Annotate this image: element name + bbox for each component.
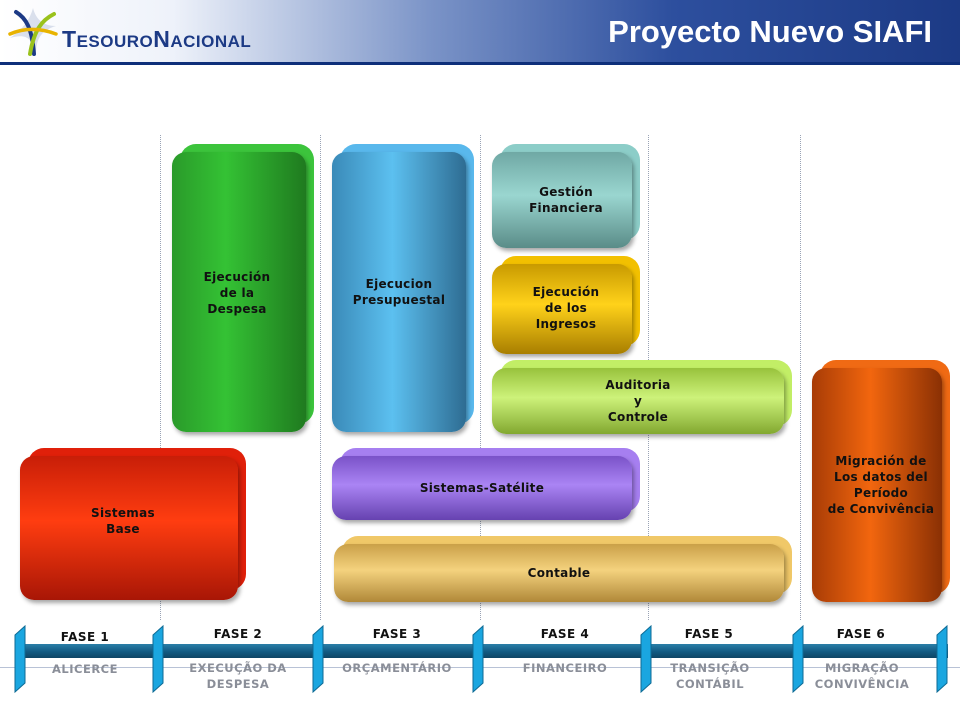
sistemas-base-block: Sistemas Base: [20, 448, 246, 600]
timeline-marker-icon: [152, 625, 164, 693]
phase-description: TRANSIÇÃO CONTÁBIL: [670, 661, 750, 691]
phase-label: FASE 5: [684, 627, 734, 641]
page-title: Proyecto Nuevo SIAFI: [608, 14, 932, 49]
phase-description: MIGRAÇÃO CONVIVÊNCIA: [814, 661, 910, 691]
phase-label: FASE 2: [213, 627, 263, 641]
phase-label: FASE 4: [540, 627, 590, 641]
phase-separator: [480, 135, 481, 620]
sistemas-base-label: Sistemas Base: [91, 506, 155, 536]
ejecucion-presupuestal-label: Ejecucion Presupuestal: [352, 277, 446, 307]
ejecucion-ingresos-label: Ejecución de los Ingresos: [532, 285, 600, 331]
gestion-financiera-block: Gestión Financiera: [492, 144, 640, 248]
phase-label: FASE 3: [372, 627, 422, 641]
contable-label: Contable: [527, 566, 591, 580]
timeline-marker-icon: [312, 625, 324, 693]
contable-block: Contable: [334, 536, 792, 602]
phase-description: FINANCEIRO: [522, 661, 608, 675]
phase-separator: [320, 135, 321, 620]
timeline-marker-icon: [472, 625, 484, 693]
tesouro-logo-text: TESOURONACIONAL: [62, 26, 252, 52]
timeline-marker-icon: [792, 625, 804, 693]
header-bar: [0, 0, 960, 64]
migracion-label: Migración de Los datos del Período de Co…: [827, 454, 935, 516]
auditoria-controle-block: Auditoria y Controle: [492, 360, 792, 434]
gestion-financiera-label: Gestión Financiera: [529, 185, 603, 215]
phase-description: ORÇAMENTÁRIO: [342, 661, 452, 675]
ejecucion-despesa-block: Ejecución de la Despesa: [172, 144, 314, 432]
phase-label: FASE 1: [60, 630, 110, 644]
phase-label: FASE 6: [836, 627, 886, 641]
sistemas-satelite-block: Sistemas-Satélite: [332, 448, 640, 520]
sistemas-satelite-label: Sistemas-Satélite: [419, 481, 545, 495]
ejecucion-presupuestal-block: Ejecucion Presupuestal: [332, 144, 474, 432]
auditoria-controle-label: Auditoria y Controle: [605, 378, 671, 424]
timeline-marker-icon: [14, 625, 26, 693]
timeline-marker-icon: [936, 625, 948, 693]
phase-description: ALICERCE: [52, 662, 118, 676]
migracion-block: Migración de Los datos del Período de Co…: [812, 360, 950, 602]
phase-separator: [800, 135, 801, 620]
phase-separator: [160, 135, 161, 620]
tesouro-logo-icon: [8, 8, 58, 56]
timeline-marker-icon: [640, 625, 652, 693]
ejecucion-ingresos-block: Ejecución de los Ingresos: [492, 256, 640, 354]
ejecucion-despesa-label: Ejecución de la Despesa: [203, 270, 271, 316]
phase-description: EXECUÇÃO DA DESPESA: [189, 661, 287, 691]
header-divider: [0, 62, 960, 65]
